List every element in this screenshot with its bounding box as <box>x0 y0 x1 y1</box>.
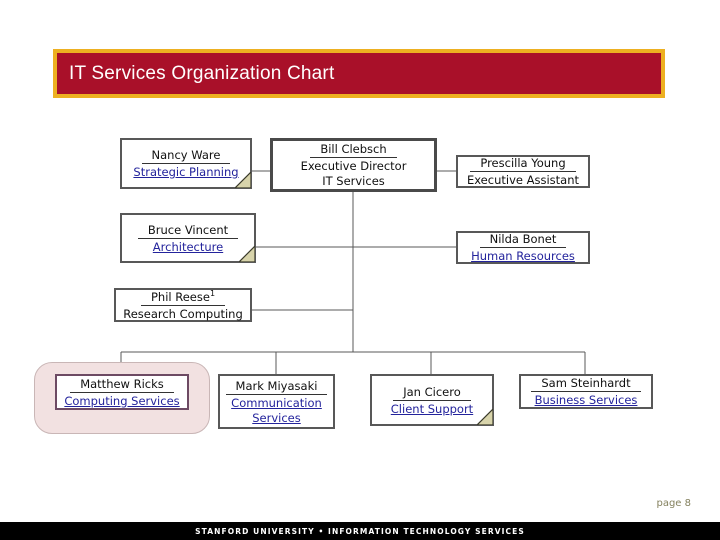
note-marker-icon <box>477 409 493 425</box>
org-node-role[interactable]: Communication <box>231 395 322 410</box>
org-node-name: Nilda Bonet <box>479 232 567 248</box>
org-node-name: Jan Cicero <box>393 385 471 401</box>
org-node-name: Prescilla Young <box>470 156 576 172</box>
org-node-name: Sam Steinhardt <box>531 376 641 392</box>
org-node-name-superscript: 1 <box>209 288 216 298</box>
note-marker-icon <box>239 246 255 262</box>
footer-organization-text: STANFORD UNIVERSITY • INFORMATION TECHNO… <box>195 526 525 536</box>
org-node-role[interactable]: Strategic Planning <box>133 165 239 179</box>
org-node-prescilla-young[interactable]: Prescilla Young Executive Assistant <box>456 155 590 188</box>
note-marker-icon <box>235 172 251 188</box>
org-node-role[interactable]: Client Support <box>390 401 474 416</box>
org-node-role: Research Computing <box>123 306 243 321</box>
org-node-role-line2[interactable]: Services <box>252 410 301 425</box>
org-node-bill-clebsch[interactable]: Bill Clebsch Executive Director IT Servi… <box>270 138 437 192</box>
org-node-mark-miyasaki[interactable]: Mark Miyasaki Communication Services <box>218 374 335 429</box>
org-node-role[interactable]: Architecture <box>152 239 224 254</box>
org-node-matthew-ricks[interactable]: Matthew Ricks Computing Services <box>55 374 189 410</box>
org-node-role[interactable]: Business Services <box>534 393 638 407</box>
org-node-bruce-vincent[interactable]: Bruce Vincent Architecture <box>120 213 256 263</box>
footer-bar: STANFORD UNIVERSITY • INFORMATION TECHNO… <box>0 522 720 540</box>
org-node-role[interactable]: Human Resources <box>471 249 575 263</box>
org-node-name: Nancy Ware <box>141 148 231 164</box>
org-node-nancy-ware[interactable]: Nancy Ware Strategic Planning <box>120 138 252 189</box>
page-title: IT Services Organization Chart <box>69 62 335 84</box>
org-node-role: Executive Director <box>300 159 407 173</box>
org-node-name: Matthew Ricks <box>70 377 174 393</box>
org-node-role-line2: IT Services <box>322 174 385 188</box>
org-node-name: Phil Reese1 <box>140 288 226 306</box>
page-number: page 8 <box>656 498 691 509</box>
org-node-role[interactable]: Computing Services <box>64 393 180 408</box>
org-node-nilda-bonet[interactable]: Nilda Bonet Human Resources <box>456 231 590 264</box>
org-node-name: Bruce Vincent <box>137 223 239 239</box>
org-node-jan-cicero[interactable]: Jan Cicero Client Support <box>370 374 494 426</box>
org-node-name: Mark Miyasaki <box>225 379 328 395</box>
org-node-role: Executive Assistant <box>466 173 580 187</box>
org-node-name: Bill Clebsch <box>310 142 397 158</box>
org-node-phil-reese[interactable]: Phil Reese1 Research Computing <box>114 288 252 322</box>
title-banner: IT Services Organization Chart <box>53 49 665 98</box>
org-node-name-text: Phil Reese <box>150 289 210 304</box>
org-node-sam-steinhardt[interactable]: Sam Steinhardt Business Services <box>519 374 653 409</box>
